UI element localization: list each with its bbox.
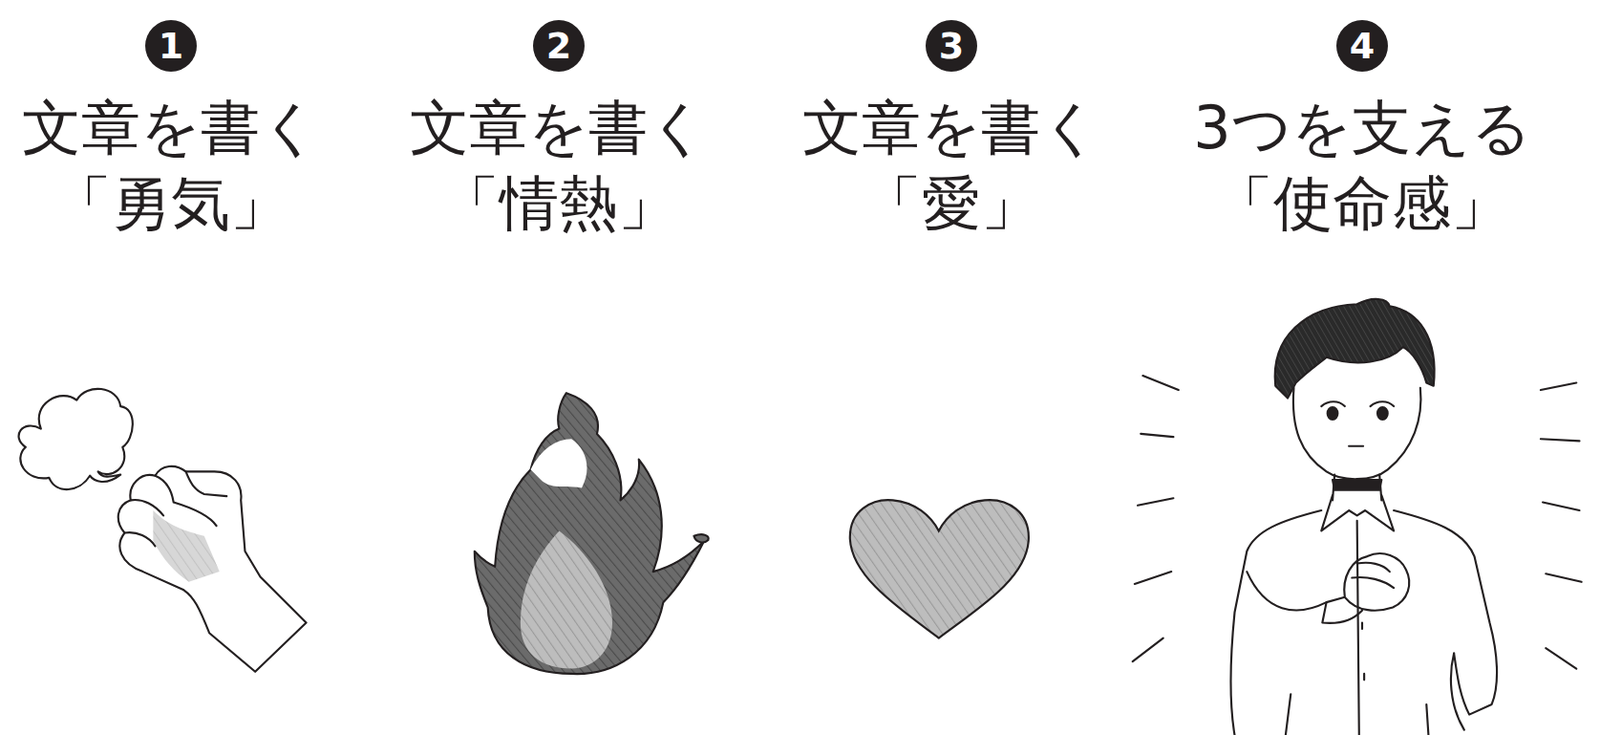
- caption-text: 文章を書く: [802, 95, 1101, 161]
- callout-number: 4: [1336, 20, 1388, 72]
- caption-text: 「使命感」: [1214, 170, 1511, 236]
- caption-text: 文章を書く: [21, 95, 320, 161]
- caption-text: 「勇気」: [52, 170, 290, 236]
- caption-text: 3つを支える: [1193, 95, 1531, 161]
- callout-number: 1: [145, 20, 197, 72]
- callout-number: 3: [925, 20, 978, 72]
- person-illustration: [1132, 298, 1582, 735]
- flame-illustration: [474, 392, 709, 674]
- callout-number: 2: [533, 20, 585, 72]
- caption-text: 文章を書く: [409, 95, 708, 161]
- heart-illustration: [850, 499, 1029, 638]
- caption-text: 「情熱」: [440, 170, 678, 236]
- fist-illustration: [19, 388, 307, 672]
- caption-text: 「愛」: [862, 170, 1041, 236]
